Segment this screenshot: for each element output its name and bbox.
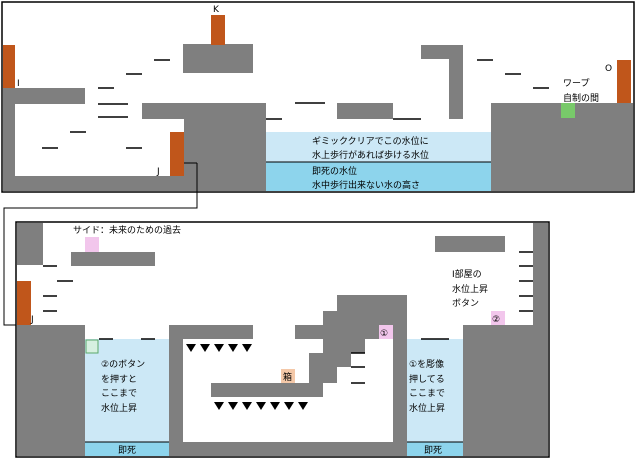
side-text: サイド：未来のための過去 [73,224,181,236]
left-pool-text-2: を押すと [101,373,137,385]
left-pool [85,339,169,442]
center-left-column [169,325,183,456]
water-upper-text-1: ギミッククリアでこの水位に [312,135,429,147]
bottom-left-wall-top [17,223,43,265]
top-mid-block [337,103,393,119]
bottom-room: J サイド：未来のための過去 I部屋の 水位上昇 ボタン ① ② 箱 ②のボタン… [15,221,550,458]
top-center-block [184,119,266,191]
room-text-3: ボタン [452,298,479,309]
button-1-marker [379,325,393,339]
room-text-2: 水位上昇 [452,283,488,295]
button-2-marker [491,311,505,325]
door-j-bottom [17,281,31,325]
bottom-left-floor [17,325,85,456]
left-pool-death [85,442,169,456]
warp-label-2: 自制の間 [563,92,599,104]
warp-label-1: ワープ [563,78,589,89]
right-pool [407,339,463,442]
spikes-lower [214,402,308,410]
water-upper-text-2: 水上歩行があれば歩ける水位 [312,149,429,161]
water-lower-text-1: 即死の水位 [312,165,357,177]
right-pool-text-3: ここまで [409,388,445,399]
bottom-right-wall [533,223,548,456]
center-top-bar [183,325,253,339]
warp-tile [561,103,575,118]
top-water-upper [266,132,491,162]
left-pool-text-3: ここまで [101,388,137,399]
death-right-label: 即死 [424,445,442,456]
label-o: O [605,64,612,74]
center-mid-bar [211,383,307,397]
bottom-right-platform [435,236,505,252]
center-bottom-floor [183,442,407,456]
pool-switch [85,339,99,354]
door-k [211,15,225,45]
label-i: I [17,79,20,89]
box-label: 箱 [283,371,292,383]
door-connector [3,163,198,326]
door-j-top [170,132,184,176]
door-i [3,45,15,88]
bottom-side-platform [71,252,155,266]
right-pool-text-4: 水位上昇 [409,402,445,414]
top-left-floor [3,176,185,191]
side-marker [85,237,99,252]
label-j-top: J [156,167,160,177]
top-k-platform [183,44,253,73]
room-text-1: I部屋の [452,268,482,280]
right-pool-death [407,442,463,456]
right-pool-text-2: 押してる [409,373,445,385]
left-pool-text-4: 水位上昇 [101,402,137,414]
spikes-upper [186,344,252,352]
water-lower-text-2: 水中歩行出来ない水の高さ [312,179,420,191]
top-left-wall [3,88,15,191]
box-marker [281,369,295,383]
top-water-lower [266,162,491,191]
label-j-bottom: J [30,315,34,325]
button-2-label: ② [492,315,500,325]
top-left-ledge [15,88,85,104]
top-room: K I J O ワープ 自制の間 ギミッククリアでこの水位に 水上歩行があれば歩… [1,1,635,193]
door-o [617,60,631,103]
left-pool-text-1: ②のボタン [101,359,145,370]
label-k: K [213,5,220,15]
top-l-pillar [449,45,463,119]
top-center-upper [142,103,266,119]
button-1-label: ① [380,329,388,339]
right-pool-text-1: ①を彫像 [409,358,444,370]
death-left-label: 即死 [118,445,136,456]
